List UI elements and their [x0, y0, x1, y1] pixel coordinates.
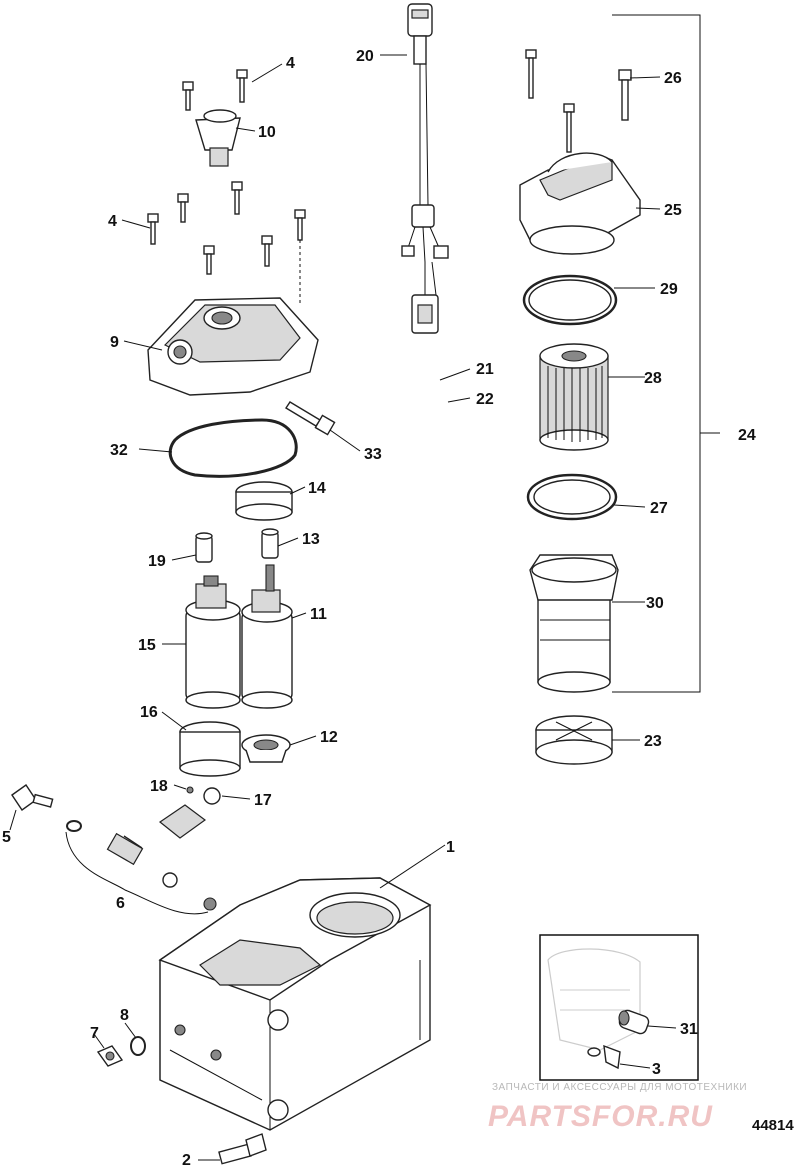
callout-3: 3 [652, 1061, 661, 1078]
plug-part-18[interactable] [186, 786, 194, 794]
callout-25: 25 [664, 202, 682, 219]
plug-part-7[interactable] [96, 1045, 124, 1067]
o-ring-29-inner [528, 279, 612, 321]
washer-part-8[interactable] [130, 1036, 146, 1056]
figure-number: 44814 [752, 1117, 794, 1134]
strainer-part-17[interactable] [158, 787, 221, 839]
watermark-caption: ЗАПЧАСТИ И АКСЕССУАРЫ ДЛЯ МОТОТЕХНИКИ [492, 1082, 747, 1093]
callout-26: 26 [664, 70, 682, 87]
callout-18: 18 [150, 778, 168, 795]
callout-2: 2 [182, 1152, 191, 1169]
fitting-part-2[interactable] [218, 1133, 267, 1165]
inset-detail-box [539, 934, 699, 1081]
callout-7: 7 [90, 1025, 99, 1042]
bolt-part-26[interactable] [525, 49, 632, 153]
callout-33: 33 [364, 446, 382, 463]
callout-15: 15 [138, 637, 156, 654]
bracket-24 [612, 14, 720, 693]
callout-17: 17 [254, 792, 272, 809]
sleeve-part-13[interactable] [261, 528, 279, 559]
main-housing-part-1[interactable] [158, 877, 432, 1131]
sensor-part-33[interactable] [285, 401, 336, 436]
band-part-16[interactable] [179, 721, 241, 777]
callout-labels: 1 2 3 4 4 5 6 7 8 9 10 11 12 13 14 15 16… [2, 48, 756, 1169]
wiring-harness-part-20[interactable] [401, 3, 449, 334]
callout-22: 22 [476, 391, 494, 408]
sensor-part-3[interactable] [587, 1044, 621, 1070]
callout-31: 31 [680, 1021, 698, 1038]
callout-1: 1 [446, 839, 455, 856]
grommet-part-12[interactable] [241, 734, 291, 763]
callout-29: 29 [660, 281, 678, 298]
callout-6: 6 [116, 895, 125, 912]
callout-32: 32 [110, 442, 128, 459]
callout-28: 28 [644, 370, 662, 387]
callout-19: 19 [148, 553, 166, 570]
fuel-pump-part-15[interactable] [185, 575, 241, 709]
filter-element-part-28[interactable] [539, 343, 609, 451]
leader-lines [9, 54, 677, 1161]
callout-4: 4 [286, 55, 295, 72]
callout-9: 9 [110, 334, 119, 351]
collar-part-14[interactable] [235, 481, 293, 521]
callout-11: 11 [310, 606, 327, 623]
callout-20: 20 [356, 48, 374, 65]
callout-27: 27 [650, 500, 668, 517]
callout-8: 8 [120, 1007, 129, 1024]
fitting-part-31[interactable] [618, 1009, 650, 1035]
fuel-pump-part-11[interactable] [241, 564, 293, 709]
callout-16: 16 [140, 704, 158, 721]
callout-10: 10 [258, 124, 276, 141]
callout-12: 12 [320, 729, 338, 746]
callout-24: 24 [738, 427, 756, 444]
filter-bowl-part-30[interactable] [529, 554, 619, 693]
pressure-regulator-part-10[interactable] [195, 109, 241, 167]
cover-plate-part-9[interactable] [147, 297, 319, 396]
callout-23: 23 [644, 733, 662, 750]
callout-4: 4 [108, 213, 117, 230]
fitting-part-5[interactable] [11, 784, 54, 811]
callout-13: 13 [302, 531, 320, 548]
callout-14: 14 [308, 480, 326, 497]
gasket-part-32[interactable] [168, 418, 298, 478]
filter-cap-part-25[interactable] [519, 152, 641, 255]
bolt-part-4[interactable] [147, 69, 306, 275]
watermark-brand: PARTSFOR.RU [488, 1100, 713, 1133]
seal-ring-27-inner [533, 479, 611, 515]
callout-30: 30 [646, 595, 664, 612]
spring-kit-part-6[interactable] [65, 820, 217, 915]
callout-21: 21 [476, 361, 494, 378]
sleeve-part-19[interactable] [195, 532, 213, 563]
filter-base-part-23[interactable] [535, 715, 613, 765]
callout-5: 5 [2, 829, 11, 846]
